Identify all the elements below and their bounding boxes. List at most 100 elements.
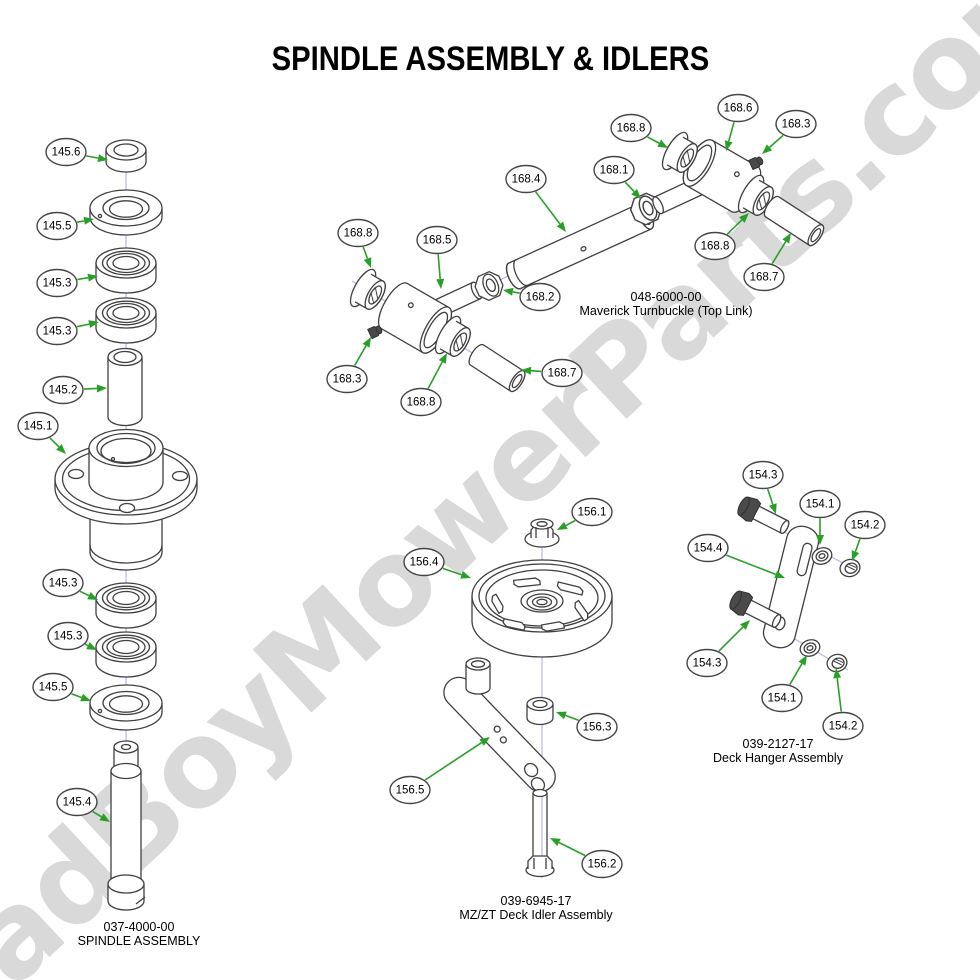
callout-arrowhead: [739, 213, 749, 223]
callout-bubble: [694, 231, 736, 261]
hanger-bolt: [733, 492, 794, 540]
callout-arrowhead: [479, 737, 490, 746]
callout-arrow: [768, 134, 784, 148]
callout-number: 156.2: [588, 859, 617, 871]
callout-bubble: [742, 460, 784, 490]
callout-layer: 145.6145.5145.3145.3145.2145.1145.3145.3…: [17, 93, 886, 948]
callout-arrowhead: [88, 320, 99, 329]
callout-bubble: [47, 621, 89, 651]
callout-arrow: [442, 567, 462, 576]
lock-nut: [837, 556, 863, 580]
callout-bubble: [775, 109, 817, 139]
callout-arrowhead: [97, 154, 108, 163]
idler-drawing: [443, 518, 613, 878]
callout-bubble: [571, 497, 613, 527]
callout-bubble: [743, 262, 785, 292]
callout-number: 168.5: [423, 235, 452, 247]
callout-bubble: [36, 316, 78, 346]
callout-number: 168.7: [750, 272, 779, 284]
spacer-tube: [468, 343, 526, 393]
spindle-housing: [54, 428, 198, 571]
callout-arrow: [92, 810, 102, 818]
callout-number: 154.2: [851, 520, 880, 532]
bearing: [95, 582, 157, 629]
callout-arrowhead: [557, 521, 568, 530]
callout-bubble: [389, 775, 431, 805]
assembly-name: SPINDLE ASSEMBLY: [78, 934, 201, 948]
callout-arrow: [84, 643, 89, 647]
callout-arrowhead: [774, 570, 785, 579]
callout-bubble: [56, 787, 98, 817]
bearing: [95, 297, 157, 344]
callout-arrow: [77, 220, 85, 223]
idler-pulley: [471, 559, 613, 658]
callout-arrow: [647, 136, 660, 144]
callout-number: 156.5: [396, 785, 425, 797]
callout-bubble: [541, 358, 583, 388]
callout-arrow: [771, 241, 787, 265]
callout-bubble: [576, 712, 618, 742]
callout-bubble: [799, 489, 841, 519]
callout-bubble: [581, 849, 623, 879]
top-collar: [105, 139, 147, 173]
callout-arrow: [727, 122, 735, 142]
callout-number: 156.3: [583, 722, 612, 734]
idler-spacer: [526, 696, 554, 726]
callout-number: 154.2: [829, 721, 858, 733]
turnbuckle-drawing: [344, 128, 825, 393]
bearing: [95, 247, 157, 294]
callout-bubble: [761, 683, 803, 713]
callout-arrow: [512, 291, 520, 294]
callout-arrowhead: [87, 592, 98, 600]
callout-arrow: [854, 538, 861, 552]
callout-number: 168.8: [344, 228, 373, 240]
callout-arrowhead: [556, 221, 566, 232]
callout-arrowhead: [798, 655, 807, 666]
callout-number: 145.2: [49, 385, 78, 397]
callout-arrowhead: [436, 278, 445, 289]
hanger-strap: [762, 525, 820, 649]
callout-arrowhead: [782, 233, 791, 244]
callout-arrowhead: [740, 620, 750, 630]
callout-arrowhead: [363, 257, 372, 268]
bottom-seal-disc: [89, 684, 163, 731]
callout-arrowhead: [503, 287, 514, 296]
callout-arrow: [437, 254, 441, 280]
callout-number: 156.4: [410, 557, 439, 569]
idler-bolt: [525, 788, 555, 878]
callout-arrowhead: [96, 384, 107, 393]
callout-arrow: [71, 693, 82, 699]
callout-number: 168.7: [548, 368, 577, 380]
callout-number: 168.8: [701, 241, 730, 253]
callout-bubble: [36, 268, 78, 298]
callout-bubble: [822, 711, 864, 741]
callout-number: 145.3: [54, 631, 83, 643]
assembly-part-number: 039-2127-17: [743, 737, 814, 751]
callout-number: 154.1: [768, 693, 797, 705]
flange-nut: [797, 636, 823, 660]
pulley-slots: [491, 577, 589, 632]
callout-arrow: [725, 554, 776, 576]
callout-arrow: [362, 246, 369, 259]
callout-arrowhead: [724, 140, 733, 151]
callout-arrow: [83, 387, 98, 390]
callout-bubble: [42, 375, 84, 405]
callout-number: 156.1: [578, 507, 607, 519]
callout-arrow: [624, 181, 635, 193]
callout-number: 154.1: [806, 499, 835, 511]
callout-number: 168.4: [512, 174, 541, 186]
callout-arrow: [530, 369, 542, 373]
callout-arrow: [565, 714, 579, 721]
callout-arrowhead: [87, 273, 98, 282]
callout-number: 145.1: [24, 421, 53, 433]
assembly-part-number: 037-4000-00: [104, 920, 175, 934]
callout-bubble: [337, 218, 379, 248]
callout-arrow: [79, 590, 90, 597]
flange-nut: [524, 518, 560, 548]
callout-arrowhead: [99, 813, 110, 822]
callout-number: 145.5: [43, 221, 72, 233]
callout-arrow: [424, 741, 483, 781]
callout-bubble: [403, 547, 445, 577]
